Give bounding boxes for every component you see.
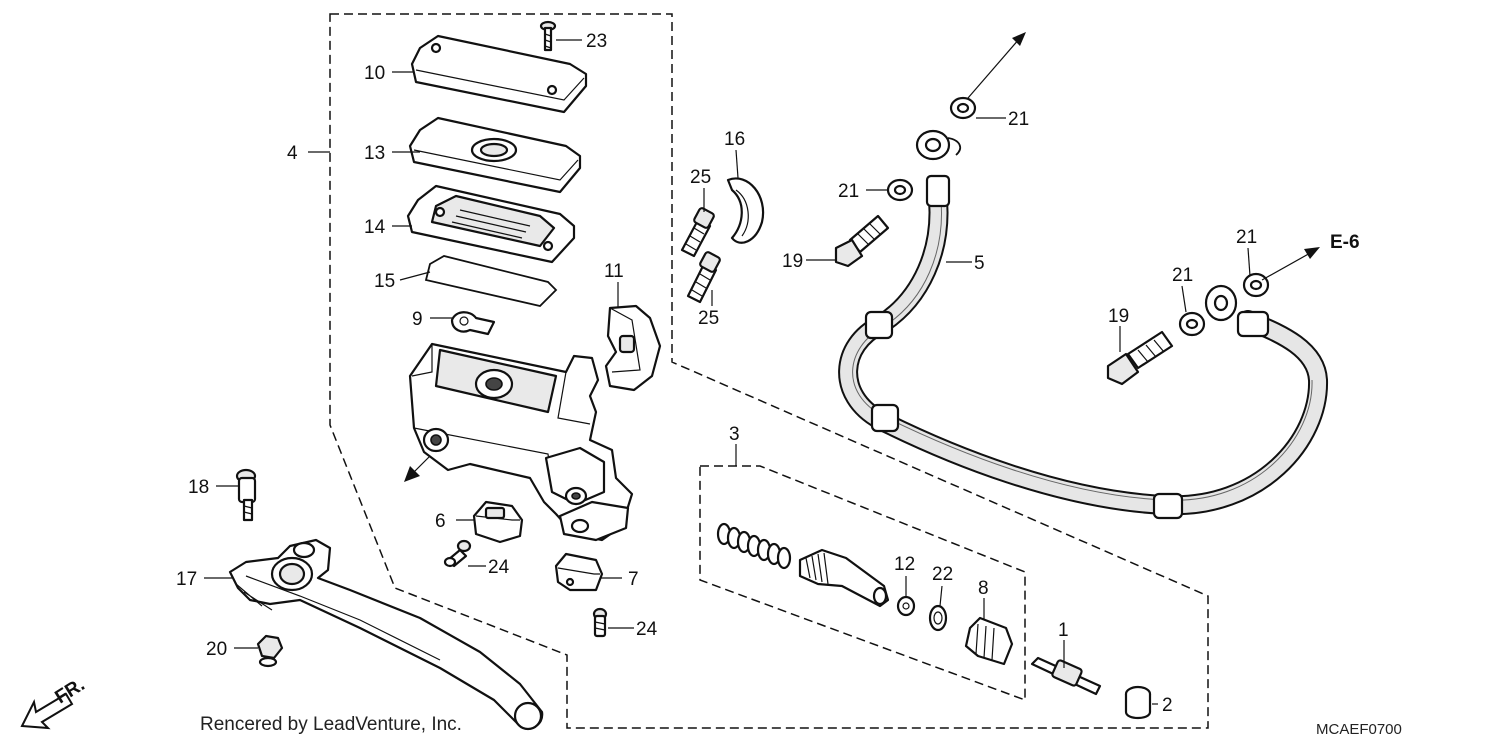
cap-part-2 [1124, 685, 1152, 720]
hose-direction-arrow-upper [967, 32, 1026, 99]
callout-13: 13 [364, 143, 385, 164]
push-rod-part-1 [1030, 656, 1102, 696]
callout-4: 4 [287, 143, 298, 164]
callout-25a: 25 [690, 167, 711, 188]
callout-6: 6 [435, 511, 446, 532]
lock-nut-part-20 [256, 634, 284, 668]
hose-banjo-upper [915, 129, 962, 161]
sealing-washer-21d [1178, 311, 1206, 337]
piston [798, 548, 890, 608]
holder-part-11 [604, 304, 662, 392]
clip-part-9 [450, 311, 496, 336]
callout-12: 12 [894, 554, 915, 575]
hose-direction-arrow-e6 [1261, 247, 1320, 281]
callout-23: 23 [586, 31, 607, 52]
return-spring [716, 522, 792, 570]
callout-19a: 19 [782, 251, 803, 272]
callout-11: 11 [604, 261, 624, 282]
pivot-bolt-part-18 [235, 468, 257, 522]
switch-screw-24a [443, 539, 472, 568]
callout-15: 15 [374, 271, 395, 292]
callout-2: 2 [1162, 695, 1173, 716]
callout-16: 16 [724, 129, 745, 150]
washer-part-12 [896, 595, 916, 617]
front-arrow-icon [20, 692, 74, 730]
callout-21b: 21 [838, 181, 859, 202]
assembly-3-boundary [699, 465, 1026, 702]
snap-ring-part-22 [928, 604, 948, 632]
callout-17: 17 [176, 569, 197, 590]
callout-21d: 21 [1172, 265, 1193, 286]
callout-21c: 21 [1236, 227, 1257, 248]
switch-part-7 [554, 552, 604, 592]
callout-22: 22 [932, 564, 953, 585]
callout-5: 5 [974, 253, 985, 274]
holder-bolt-25a [680, 207, 715, 258]
assembly-4-boundary [329, 13, 1209, 729]
brake-hose-part-5 [838, 174, 1329, 520]
reference-tag-e6[interactable]: E-6 [1330, 232, 1360, 253]
callout-24b: 24 [636, 619, 658, 640]
callout-21a: 21 [1008, 109, 1029, 130]
callout-3: 3 [729, 424, 740, 445]
master-cylinder-body [408, 342, 634, 542]
sealing-washer-21c [1242, 272, 1270, 298]
callout-10: 10 [364, 63, 385, 84]
callout-14: 14 [364, 217, 386, 238]
watermark: Rencered by LeadVenture, Inc. [200, 714, 462, 735]
diaphragm-part-14 [406, 184, 576, 264]
leader-lines [204, 39, 1251, 705]
callout-7: 7 [628, 569, 639, 590]
callout-8: 8 [978, 578, 989, 599]
brake-lever-part-17 [228, 538, 544, 731]
reservoir-cap-part-10 [410, 34, 588, 114]
callout-9: 9 [412, 309, 423, 330]
diagram-code: MCAEF0700 [1316, 721, 1402, 738]
boot-part-8 [964, 616, 1014, 666]
oil-bolt-19b [1106, 330, 1174, 386]
cap-screw-part-23 [539, 20, 557, 52]
sealing-washer-21b [886, 178, 914, 202]
front-direction-indicator: FR. [20, 674, 89, 730]
callout-18: 18 [188, 477, 209, 498]
diaphragm-plate-part-15 [424, 255, 558, 307]
sealing-washer-21a [949, 96, 977, 120]
holder-bolt-25b [686, 251, 721, 304]
callout-25b: 25 [698, 308, 719, 329]
oil-bolt-19a [834, 214, 890, 268]
cover-part-16 [726, 177, 765, 244]
reservoir-plate-part-13 [408, 116, 582, 194]
callout-20: 20 [206, 639, 227, 660]
callout-19b: 19 [1108, 306, 1129, 327]
switch-screw-24b [592, 607, 608, 638]
callout-24a: 24 [488, 557, 510, 578]
switch-part-6 [472, 500, 524, 544]
callout-labels: 1 2 3 4 5 6 7 8 9 10 11 12 13 14 15 16 1… [176, 31, 1257, 716]
callout-1: 1 [1058, 620, 1069, 641]
hose-banjo-lower [1204, 284, 1238, 322]
